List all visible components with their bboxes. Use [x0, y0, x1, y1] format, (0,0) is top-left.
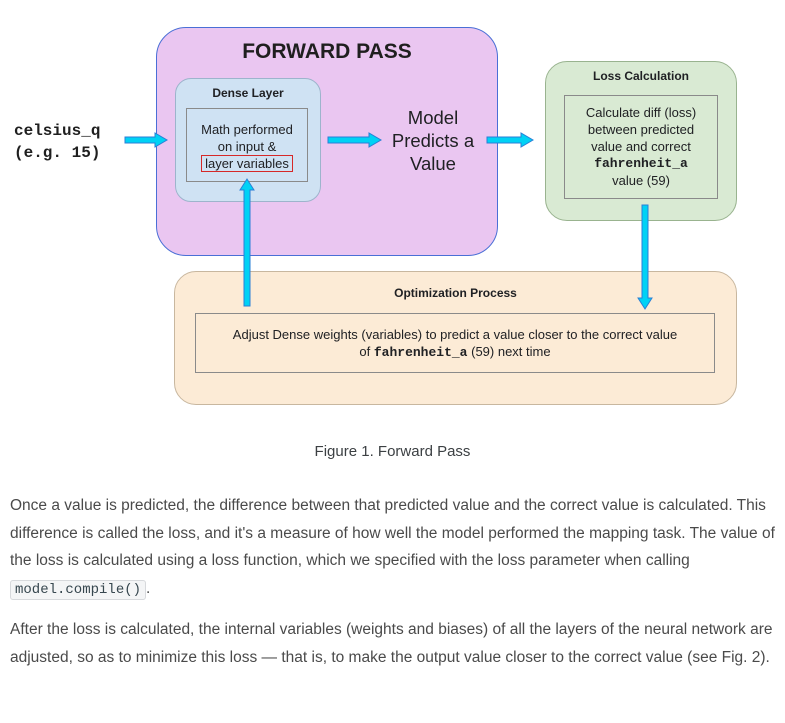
model-predicts-text: Model Predicts a Value: [385, 106, 481, 175]
optimization-line-2-prefix: of: [359, 344, 371, 359]
figure-caption: Figure 1. Forward Pass: [314, 443, 471, 460]
arrow-optimization-to-dense: [239, 178, 255, 307]
loss-line-5: value (59): [612, 173, 670, 188]
dense-layer-line-2: on input &: [217, 139, 277, 154]
arrow-dense-to-model: [327, 132, 382, 148]
paragraph-loss: Once a value is predicted, the differenc…: [10, 492, 775, 604]
diagram-arrows: [124, 132, 653, 310]
loss-calculation-inner-box: [564, 95, 718, 199]
optimization-text: Adjust Dense weights (variables) to pred…: [195, 326, 715, 361]
forward-pass-title: FORWARD PASS: [242, 40, 412, 63]
loss-line-1: Calculate diff (loss): [585, 105, 697, 120]
loss-calculation-box: [545, 61, 737, 221]
optimization-inner-box: [195, 313, 715, 373]
loss-line-2: between predicted: [587, 122, 695, 137]
celsius-line-2: (e.g. 15): [14, 144, 101, 162]
arrow-model-to-loss: [486, 132, 534, 148]
model-predicts-line-3: Value: [410, 153, 456, 174]
code-model-compile: model.compile(): [10, 579, 147, 600]
arrow-input-to-dense: [124, 132, 168, 148]
model-predicts-line-2: Predicts a: [391, 130, 475, 151]
optimization-process-title: Optimization Process: [394, 286, 517, 300]
optimization-code-fahrenheit: fahrenheit_a: [373, 345, 468, 360]
optimization-line-2-suffix: (59) next time: [471, 344, 551, 359]
paragraph-loss-text: Once a value is predicted, the differenc…: [10, 497, 775, 569]
dense-layer-text: Math performed on input & layer variable…: [186, 121, 308, 172]
dense-layer-line-1: Math performed: [201, 122, 293, 137]
loss-calculation-title: Loss Calculation: [592, 69, 690, 83]
paragraph-adjust: After the loss is calculated, the intern…: [10, 621, 773, 666]
paragraph-loss-suffix: .: [146, 579, 151, 597]
celsius-line-1: celsius_q: [14, 122, 101, 140]
model-predicts-line-1: Model: [407, 107, 459, 128]
layer-variables-highlight: layer variables: [201, 155, 293, 172]
celsius-input-label: celsius_q (e.g. 15): [14, 120, 100, 164]
optimization-line-1: Adjust Dense weights (variables) to pred…: [232, 327, 678, 342]
loss-line-3: value and correct: [591, 139, 691, 154]
dense-layer-title: Dense Layer: [212, 86, 284, 100]
arrow-loss-to-optimization: [637, 204, 653, 310]
loss-calculation-text: Calculate diff (loss) between predicted …: [564, 104, 718, 189]
loss-code-fahrenheit: fahrenheit_a: [594, 156, 688, 171]
